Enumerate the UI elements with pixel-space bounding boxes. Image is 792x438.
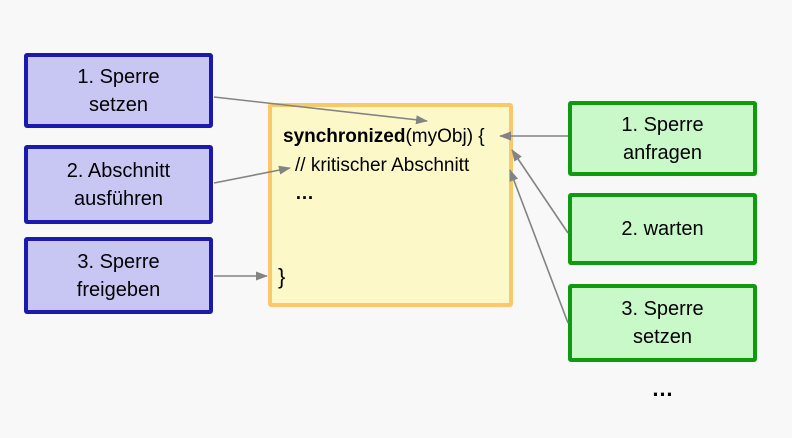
code-line-comment: // kritischer Abschnitt: [295, 155, 470, 176]
arrow-warten-to-code: [511, 149, 569, 234]
step-line-2: setzen: [89, 93, 148, 116]
step-line-2: ausführen: [74, 187, 163, 210]
step-line-1: 1. Sperre: [77, 65, 160, 88]
code-line1-rest: (myObj) {: [405, 126, 485, 147]
step-box-sperre-freigeben: 3. Sperre freigeben: [24, 237, 213, 314]
step-line-1: 2. warten: [621, 218, 704, 240]
step-line-1: 3. Sperre: [77, 250, 160, 273]
step-line-2: setzen: [633, 326, 692, 348]
code-line-ellipsis: …: [295, 183, 314, 204]
step-box-sperre-setzen-waiter: 3. Sperre setzen: [568, 284, 757, 362]
more-steps-ellipsis: …: [651, 376, 674, 401]
step-box-warten: 2. warten: [568, 193, 757, 265]
code-line-synchronized: synchronized(myObj) {: [283, 124, 485, 150]
step-line-2: freigeben: [76, 278, 161, 301]
code-block: synchronized(myObj) { // kritischer Absc…: [268, 103, 513, 307]
code-keyword: synchronized: [283, 126, 406, 147]
step-box-sperre-setzen: 1. Sperre setzen: [24, 53, 213, 128]
step-line-1: 3. Sperre: [621, 298, 704, 320]
arrow-setzen-to-code: [509, 169, 569, 324]
step-box-abschnitt-ausfuehren: 2. Abschnitt ausführen: [24, 145, 213, 224]
step-box-sperre-anfragen: 1. Sperre anfragen: [568, 101, 757, 176]
step-line-1: 1. Sperre: [621, 113, 704, 136]
code-line-closing-brace: }: [278, 264, 286, 289]
step-line-1: 2. Abschnitt: [66, 159, 171, 182]
step-line-2: anfragen: [623, 141, 702, 164]
